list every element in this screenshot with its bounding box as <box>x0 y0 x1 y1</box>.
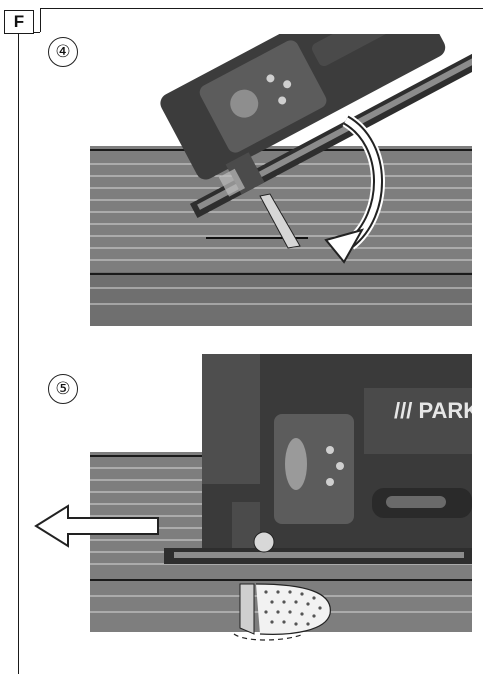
step-number-4: ④ <box>48 37 78 67</box>
cut-path-dots <box>264 590 322 626</box>
workpiece-board-front <box>90 272 472 326</box>
frame-left-line <box>18 32 19 674</box>
brand-text: /// PARKS <box>394 398 472 423</box>
frame-join-line-vertical <box>40 8 41 32</box>
cut-path-pattern <box>255 583 331 635</box>
illustration-step-4 <box>88 34 472 326</box>
frame-top-line <box>40 8 483 9</box>
jigsaw-push-drawing: /// PARKS <box>34 354 472 641</box>
push-direction-arrow <box>34 504 159 548</box>
jigsaw-body <box>164 354 472 564</box>
saw-blade <box>239 583 255 635</box>
saw-blade <box>259 193 301 249</box>
wood-grain-lines <box>90 163 472 305</box>
illustration-step-5: /// PARKS <box>34 352 472 648</box>
step-number-5: ⑤ <box>48 374 78 404</box>
tilt-arrow-head <box>324 228 365 264</box>
cut-path-dashed-line <box>233 633 305 641</box>
jigsaw-body <box>160 34 472 219</box>
section-label-badge: F <box>4 10 34 34</box>
jigsaw-tilt-drawing <box>90 34 472 326</box>
